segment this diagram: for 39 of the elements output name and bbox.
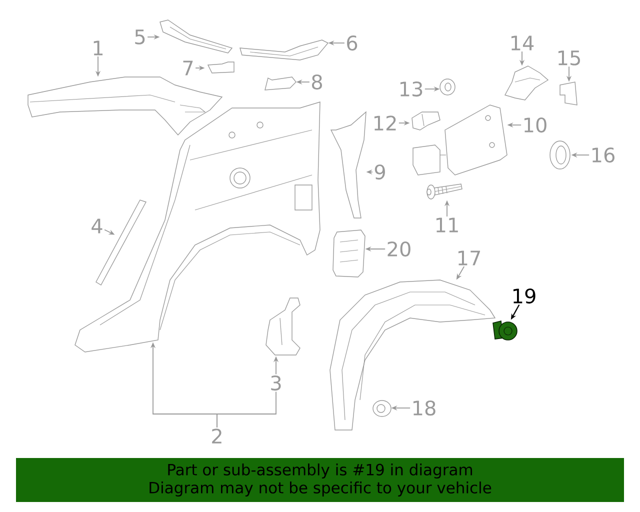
notice-banner: Part or sub-assembly is #19 in diagram Diagram may not be specific to your vehicle [16,458,624,502]
callout-number: 5 [135,30,145,44]
callout-number: 16 [592,147,614,163]
bracket-drawing [266,298,300,356]
clip-drawing [560,82,578,106]
hinge-drawing [412,112,440,130]
fuel-door-drawing [412,104,508,176]
callout-number: 14 [511,36,534,50]
callout-number: 9 [374,164,385,180]
rail-reinforcement-drawing [240,40,329,60]
callout-number: 15 [558,50,580,66]
quarter-panel-drawing [74,102,320,352]
callout-number: 17 [458,250,480,266]
callout-number: 7 [183,60,193,76]
wheel-liner-drawing [330,280,496,430]
callout-number: 1 [94,40,103,56]
callout-number: 3 [271,375,281,391]
clip-drawing [492,320,518,340]
rivet-drawing [426,184,462,200]
callout-number: 8 [312,74,322,90]
callout-number: 6 [347,35,358,51]
callout-number: 18 [413,400,436,416]
callout-number: 10 [524,117,546,133]
nut-drawing [440,78,456,96]
rail-bracket-drawing [160,20,233,54]
callout-number: 11 [436,218,458,232]
leader-line [216,391,276,428]
callout-number: 12 [374,116,396,130]
callout-number: 19 [513,288,536,304]
grommet-drawing [550,140,570,170]
roof-rail-drawing [28,76,223,136]
callout-number: 13 [400,81,422,97]
fuel-door-lock-drawing [504,66,549,100]
callout-number: 20 [388,241,410,257]
callout-number: 4 [92,218,102,234]
grommet-drawing [372,400,392,417]
small-plate-drawing [264,76,296,90]
callout-number: 2 [212,428,222,444]
vent-drawing [332,230,366,278]
